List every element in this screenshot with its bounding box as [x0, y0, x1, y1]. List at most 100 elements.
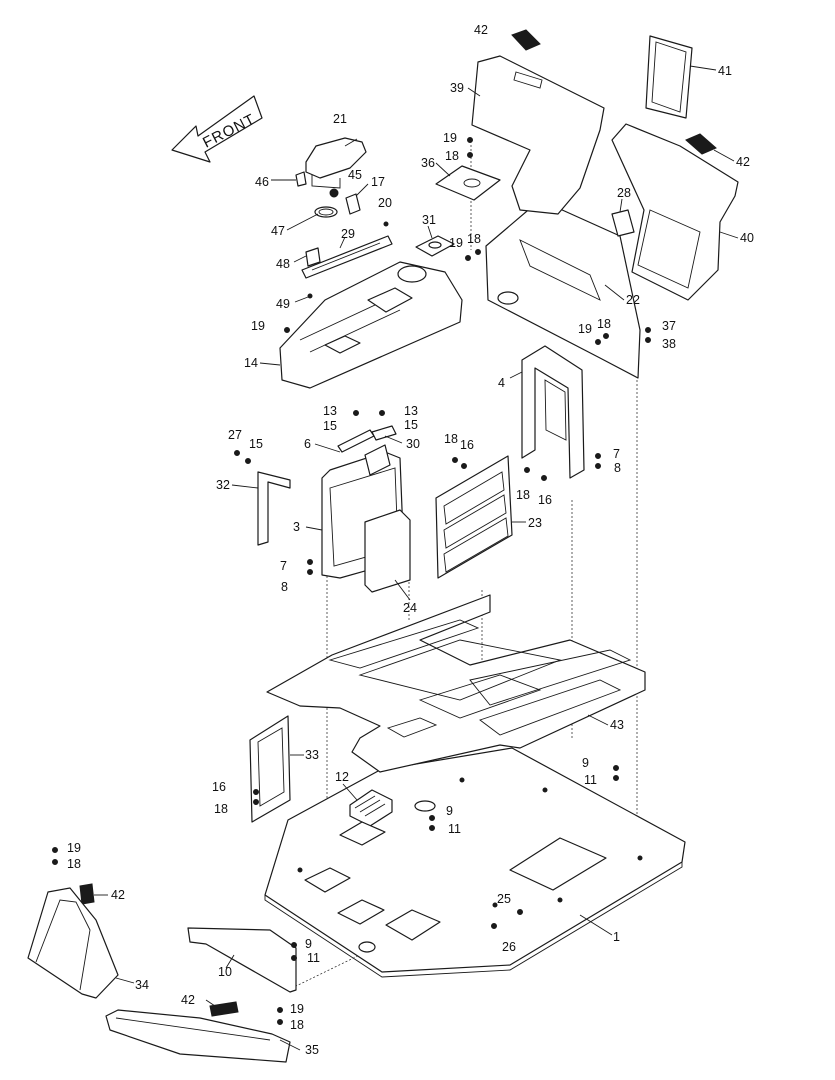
- callout-35: 35: [305, 1043, 319, 1057]
- callout-18-b: 18: [467, 232, 481, 246]
- side-console-40: [611, 123, 739, 301]
- callout-18-c: 18: [597, 317, 611, 331]
- callout-labels: 1 3 4 6 7 7 8 8 9 9 9 10 11 11 11 12 13 …: [67, 23, 754, 1057]
- callout-45: 45: [348, 168, 362, 182]
- callout-46: 46: [255, 175, 269, 189]
- front-arrow: FRONT: [171, 95, 263, 163]
- callout-29: 29: [341, 227, 355, 241]
- callout-20: 20: [378, 196, 392, 210]
- callout-32: 32: [216, 478, 230, 492]
- callout-34: 34: [135, 978, 149, 992]
- callout-18-a: 18: [445, 149, 459, 163]
- callout-38: 38: [662, 337, 676, 351]
- callout-7-left: 7: [280, 559, 287, 573]
- callout-16-a: 16: [460, 438, 474, 452]
- column-panel: [364, 509, 411, 593]
- callout-19-b: 19: [449, 236, 463, 250]
- lower-bracket-10: [187, 927, 297, 993]
- callout-41: 41: [718, 64, 732, 78]
- callout-9-b: 9: [446, 804, 453, 818]
- callout-11-b: 11: [448, 822, 461, 836]
- bottom-cover-35: [105, 1009, 291, 1063]
- callout-18-e: 18: [516, 488, 530, 502]
- callout-25: 25: [497, 892, 511, 906]
- callout-6: 6: [304, 437, 311, 451]
- pedal-pad: [339, 789, 393, 846]
- callout-12: 12: [335, 770, 349, 784]
- callout-11-c: 11: [307, 951, 320, 965]
- callout-28: 28: [617, 186, 631, 200]
- callout-27: 27: [228, 428, 242, 442]
- dash-panel-39: [471, 55, 605, 215]
- rail-strips: [337, 425, 397, 453]
- callout-4: 4: [498, 376, 505, 390]
- callout-42-b: 42: [736, 155, 750, 169]
- callout-1: 1: [613, 930, 620, 944]
- callout-22: 22: [626, 293, 640, 307]
- callout-7-right: 7: [613, 447, 620, 461]
- callout-39: 39: [450, 81, 464, 95]
- callout-15-a: 15: [323, 419, 337, 433]
- callout-42-d: 42: [181, 993, 195, 1007]
- leader-lines: [94, 65, 739, 1051]
- callout-17: 17: [371, 175, 385, 189]
- fasteners: [52, 137, 651, 1025]
- callout-24: 24: [403, 601, 417, 615]
- callout-16-c: 16: [212, 780, 226, 794]
- grille-pad: [79, 29, 717, 1017]
- window-panel-41: [645, 35, 693, 119]
- callout-8-left: 8: [281, 580, 288, 594]
- callout-43: 43: [610, 718, 624, 732]
- callout-19-c: 19: [578, 322, 592, 336]
- callout-18-g: 18: [67, 857, 81, 871]
- callout-11-a: 11: [584, 773, 597, 787]
- callout-21: 21: [333, 112, 347, 126]
- callout-49: 49: [276, 297, 290, 311]
- small-box-28: [611, 209, 635, 237]
- callout-23: 23: [528, 516, 542, 530]
- callout-19-a: 19: [443, 131, 457, 145]
- gasket-ring: [314, 206, 338, 218]
- grille-panel: [435, 455, 513, 579]
- callout-13-left: 13: [323, 404, 337, 418]
- callout-42-a: 42: [474, 23, 488, 37]
- callout-42-c: 42: [111, 888, 125, 902]
- callout-10: 10: [218, 965, 232, 979]
- callout-19-e: 19: [67, 841, 81, 855]
- strip-29: [301, 235, 393, 279]
- callout-33: 33: [305, 748, 319, 762]
- callout-18-f: 18: [214, 802, 228, 816]
- callout-36: 36: [421, 156, 435, 170]
- console-base: [279, 261, 463, 389]
- callout-18-h: 18: [290, 1018, 304, 1032]
- callout-3: 3: [293, 520, 300, 534]
- callout-37: 37: [662, 319, 676, 333]
- tall-bracket-4: [521, 345, 585, 479]
- callout-47: 47: [271, 224, 285, 238]
- armrest-cushion: [305, 137, 367, 189]
- callout-31: 31: [422, 213, 436, 227]
- floor-mat: [266, 594, 646, 773]
- callout-8-right: 8: [614, 461, 621, 475]
- callout-15-b: 15: [404, 418, 418, 432]
- callout-15-c: 15: [249, 437, 263, 451]
- callout-16-b: 16: [538, 493, 552, 507]
- left-cover-34: [27, 887, 119, 999]
- callout-18-d: 18: [444, 432, 458, 446]
- side-panel-33: [249, 715, 291, 823]
- callout-14: 14: [244, 356, 258, 370]
- bracket-32: [257, 471, 291, 546]
- plate-31: [415, 235, 455, 257]
- callout-9-a: 9: [582, 756, 589, 770]
- main-floor-plate: [264, 747, 686, 978]
- callout-26: 26: [502, 940, 516, 954]
- bracket-plate-36: [435, 165, 501, 201]
- callout-19-f: 19: [290, 1002, 304, 1016]
- callout-9-c: 9: [305, 937, 312, 951]
- callout-30: 30: [406, 437, 420, 451]
- callout-19-d: 19: [251, 319, 265, 333]
- callout-48: 48: [276, 257, 290, 271]
- small-fittings: [295, 171, 389, 299]
- callout-40: 40: [740, 231, 754, 245]
